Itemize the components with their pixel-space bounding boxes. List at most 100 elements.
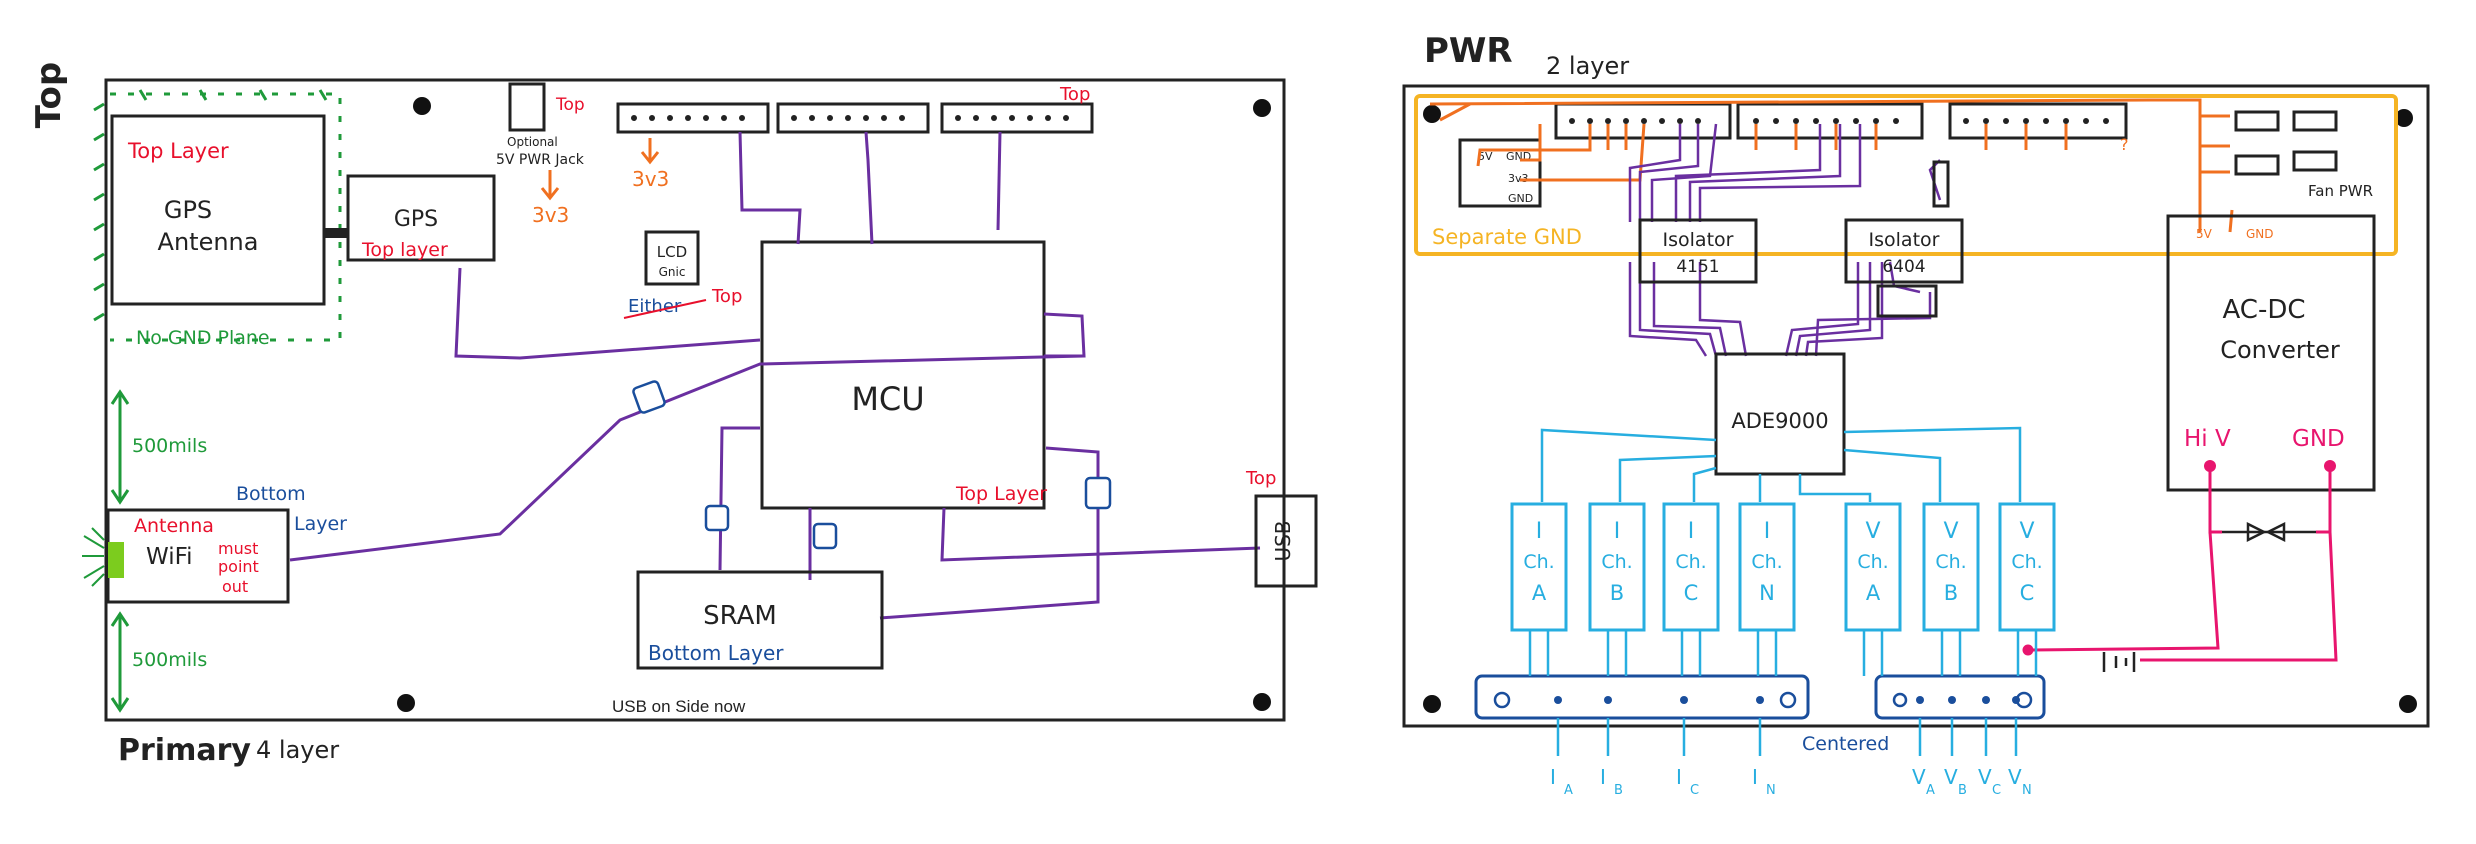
left-footer-subtitle: 4 layer [256, 736, 339, 764]
pwr-jack-arrow [540, 170, 560, 201]
dim-bottom-label: 500mils [132, 649, 207, 671]
gps-antenna-layer: Top Layer [127, 139, 229, 163]
isolator2-box [1844, 218, 1964, 284]
input-sub-label: B [1958, 783, 1967, 798]
header-pins [631, 115, 1069, 121]
input-2: IB [1600, 696, 1623, 798]
usb-name: USB [1271, 520, 1295, 561]
acdc-gnd: GND [2292, 426, 2345, 452]
lcd-either: Either [628, 296, 682, 317]
header-top-label: Top [1059, 84, 1090, 105]
sram-layer: Bottom Layer [648, 641, 784, 665]
input-label: I [1676, 765, 1682, 789]
acdc-5v: 5V [2196, 227, 2213, 241]
isolator2-line1: Isolator [1869, 229, 1940, 251]
channel-4: ICh.N [1738, 502, 1796, 676]
wifi-antenna-label: Antenna [134, 515, 214, 537]
left-footer-title: Primary [118, 733, 251, 768]
traces-channels [1540, 426, 2022, 502]
pwr-header-3 [1948, 102, 2128, 140]
left-board: Top Top Layer GPS Antenna No GND Plane G… [29, 62, 1318, 768]
mounting-hole [397, 694, 415, 712]
acdc-gnd-terminal [2324, 460, 2336, 472]
acdc-line1: AC-DC [2222, 295, 2305, 325]
channel-label: Ch. [2011, 551, 2042, 573]
mcu-box [760, 240, 1046, 510]
channel-label: Ch. [1857, 551, 1888, 573]
channel-1: ICh.A [1510, 502, 1568, 676]
usb-box [1254, 494, 1318, 588]
input-4: IN [1752, 696, 1776, 798]
fan-pwr-label: Fan PWR [2308, 182, 2373, 200]
fan-connector-4 [2292, 150, 2338, 172]
input-connector-i [1474, 674, 1810, 720]
lcd-box [644, 230, 700, 286]
mounting-hole [1423, 695, 1441, 713]
input-6: VB [1944, 696, 1967, 798]
input-sub-label: N [1766, 783, 1776, 798]
sram-box [636, 570, 884, 670]
gps-antenna-line1: GPS [164, 196, 212, 224]
wifi-antenna-pad [108, 542, 124, 578]
channel-3: ICh.C [1662, 502, 1720, 676]
channel-7: VCh.C [1998, 502, 2056, 676]
gps-connector [324, 228, 348, 238]
channel-box [1922, 502, 1980, 632]
header-connector-1 [616, 102, 770, 134]
ade9000-box [1714, 352, 1846, 476]
input-sub-label: C [1992, 783, 2001, 798]
channel-label: A [1532, 581, 1547, 605]
right-board: PWR 2 layer Separate GND 5V GND 3v3 GND … [1402, 31, 2430, 755]
input-sub-label: N [2022, 783, 2032, 798]
pwr-jack-line2: 5V PWR Jack [496, 152, 585, 168]
regulator-gnd2: GND [1508, 192, 1533, 205]
input-sub-label: A [1564, 783, 1573, 798]
channel-label: V [1865, 519, 1880, 544]
channel-label: C [1684, 581, 1699, 605]
mounting-hole [1253, 693, 1271, 711]
dim-arrows [110, 389, 130, 713]
input-pin [1604, 696, 1612, 704]
input-pin [1554, 696, 1562, 704]
gps-module-box [346, 174, 496, 262]
acdc-hiv: Hi V [2184, 426, 2231, 452]
input-pin [1982, 696, 1990, 704]
regulator-box [1458, 138, 1542, 208]
channel-box [1510, 502, 1568, 632]
channel-label: Ch. [1523, 551, 1554, 573]
mounting-hole [413, 97, 431, 115]
input-label: V [1978, 765, 1992, 789]
input-3: IC [1676, 696, 1699, 798]
input-pin [1948, 696, 1956, 704]
left-board-outline [104, 78, 1286, 722]
channel-6: VCh.B [1922, 502, 1980, 676]
acdc-box [2166, 214, 2376, 492]
right-subtitle: 2 layer [1546, 52, 1629, 80]
traces-hv [2022, 470, 2338, 662]
channel-label: V [2019, 519, 2034, 544]
input-terminals [1493, 691, 2033, 709]
mounting-hole [1253, 99, 1271, 117]
channel-box [1662, 502, 1720, 632]
no-gnd-hatch [93, 89, 328, 322]
channel-label: I [1764, 519, 1771, 544]
pwr-jack-line1: Optional [507, 135, 558, 149]
dim-top-label: 500mils [132, 435, 207, 457]
header-connector-2 [776, 102, 930, 134]
right-board-outline [1402, 84, 2430, 728]
input-pin [1680, 696, 1688, 704]
ade9000-name: ADE9000 [1731, 409, 1828, 433]
input-label: V [1912, 765, 1926, 789]
centered-label: Centered [1802, 733, 1889, 755]
input-label: V [2008, 765, 2022, 789]
mcu-name: MCU [851, 380, 924, 418]
channel-box [1844, 502, 1902, 632]
channel-label: Ch. [1935, 551, 1966, 573]
header-connector-3 [940, 102, 1094, 134]
channel-label: Ch. [1601, 551, 1632, 573]
channel-box [1738, 502, 1796, 632]
channel-label: N [1759, 581, 1775, 605]
mounting-hole [2399, 695, 2417, 713]
isolator2-line2: 6404 [1882, 257, 1925, 277]
